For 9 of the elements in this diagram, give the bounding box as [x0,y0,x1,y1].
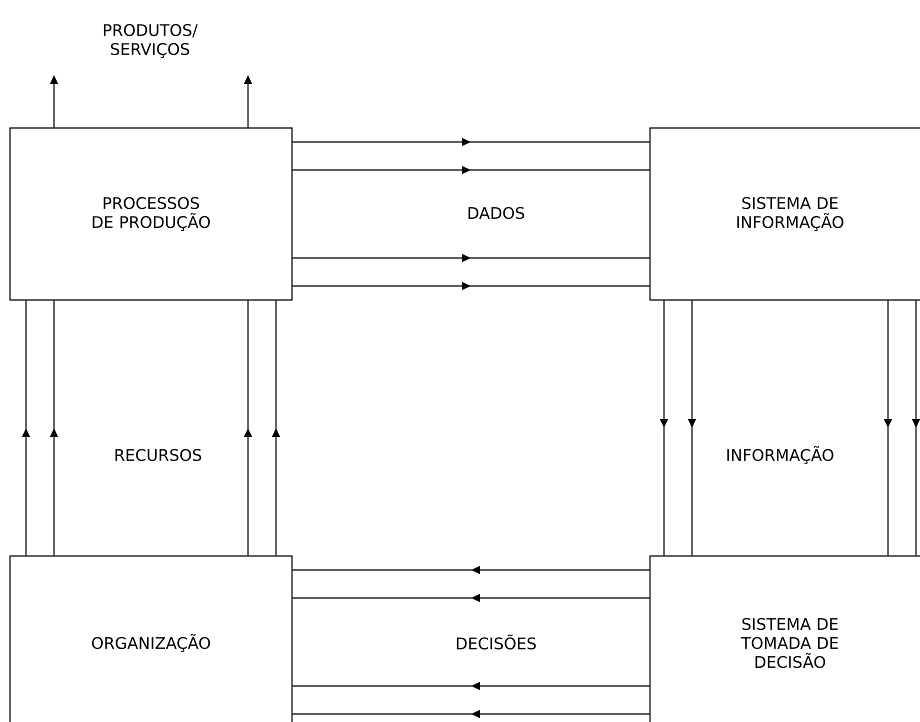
output-label: PRODUTOS/ SERVIÇOS [104,24,198,58]
process-box: PROCESSOS DE PRODUÇÃO [9,127,293,301]
flow-label: RECURSOS [116,448,202,462]
flow-label: INFORMAÇÃO [727,446,834,464]
flow-label: DADOS [468,206,524,220]
process-box: ORGANIZAÇÃO [9,555,293,722]
process-box: SISTEMA DE TOMADA DE DECISÃO [649,555,920,722]
flow-label: DECISÕES [456,634,536,650]
process-box: SISTEMA DE INFORMAÇÃO [649,127,920,301]
